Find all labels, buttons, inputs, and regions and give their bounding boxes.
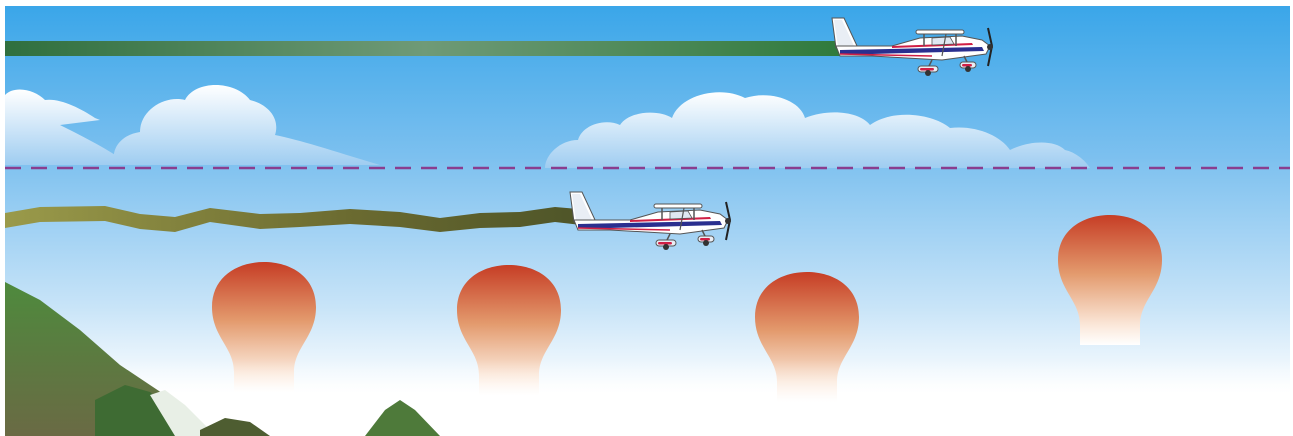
smooth-air-trail <box>5 41 845 56</box>
